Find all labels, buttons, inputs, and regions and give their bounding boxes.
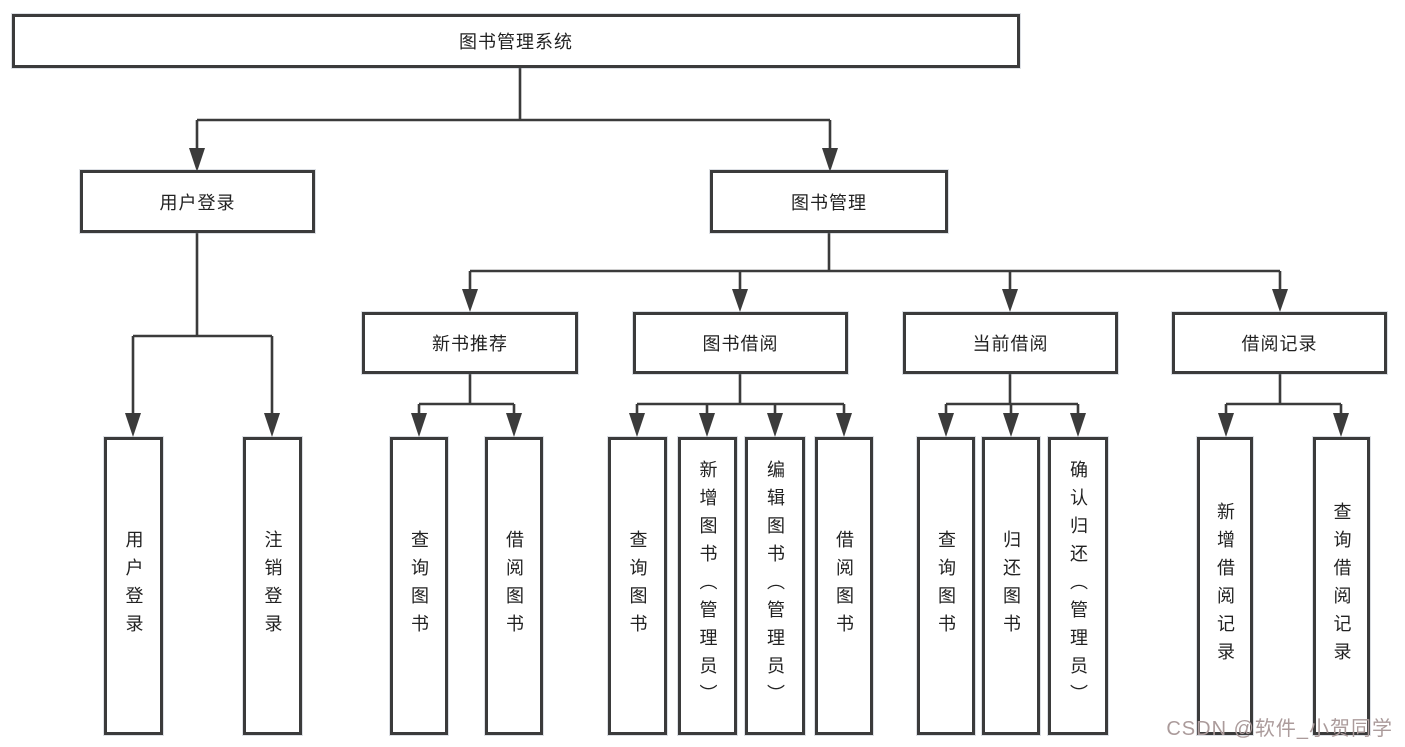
node-root-label: 图书管理系统	[459, 32, 573, 52]
leaf-query-books-current-label: 查询图书	[936, 530, 956, 642]
leaf-query-books-borrowing: 查询图书	[608, 437, 667, 735]
leaf-borrow-books-recommend-label: 借阅图书	[504, 530, 524, 642]
node-user-login: 用户登录	[80, 170, 315, 233]
leaf-query-books-borrowing-label: 查询图书	[627, 530, 648, 642]
leaf-edit-books-admin: 编辑图书（管理员）	[745, 437, 805, 735]
leaf-add-books-admin: 新增图书（管理员）	[678, 437, 737, 735]
node-current-borrowing-label: 当前借阅	[972, 334, 1049, 354]
node-book-borrowing: 图书借阅	[633, 312, 848, 374]
leaf-return-books: 归还图书	[982, 437, 1040, 735]
leaf-user-login-label: 用户登录	[123, 530, 144, 642]
node-borrow-records-label: 借阅记录	[1241, 334, 1318, 354]
node-borrow-records: 借阅记录	[1172, 312, 1387, 374]
leaf-confirm-return-admin: 确认归还（管理员）	[1048, 437, 1108, 735]
node-book-management-label: 图书管理	[791, 192, 867, 213]
node-current-borrowing: 当前借阅	[903, 312, 1118, 374]
leaf-add-books-admin-label: 新增图书（管理员）	[697, 460, 718, 712]
leaf-query-borrow-record: 查询借阅记录	[1313, 437, 1370, 735]
leaf-borrow-books-borrowing-label: 借阅图书	[834, 530, 854, 642]
leaf-logout-login-label: 注销登录	[262, 530, 283, 642]
leaf-add-borrow-record-label: 新增借阅记录	[1215, 502, 1235, 670]
leaf-query-books-current: 查询图书	[917, 437, 975, 735]
leaf-add-borrow-record: 新增借阅记录	[1197, 437, 1253, 735]
leaf-borrow-books-recommend: 借阅图书	[485, 437, 543, 735]
node-book-borrowing-label: 图书借阅	[702, 334, 779, 354]
node-new-book-recommend-label: 新书推荐	[432, 334, 508, 354]
leaf-confirm-return-admin-label: 确认归还（管理员）	[1068, 460, 1088, 712]
leaf-user-login: 用户登录	[104, 437, 163, 735]
leaf-query-books-recommend: 查询图书	[390, 437, 448, 735]
leaf-borrow-books-borrowing: 借阅图书	[815, 437, 873, 735]
node-book-management: 图书管理	[710, 170, 948, 233]
watermark: CSDN @软件_小贺同学	[1166, 718, 1393, 740]
leaf-edit-books-admin-label: 编辑图书（管理员）	[765, 460, 785, 712]
node-root: 图书管理系统	[12, 14, 1020, 68]
leaf-query-books-recommend-label: 查询图书	[409, 530, 429, 642]
node-new-book-recommend: 新书推荐	[362, 312, 578, 374]
leaf-logout-login: 注销登录	[243, 437, 302, 735]
leaf-return-books-label: 归还图书	[1001, 530, 1021, 642]
leaf-query-borrow-record-label: 查询借阅记录	[1331, 502, 1352, 670]
node-user-login-label: 用户登录	[159, 192, 236, 213]
